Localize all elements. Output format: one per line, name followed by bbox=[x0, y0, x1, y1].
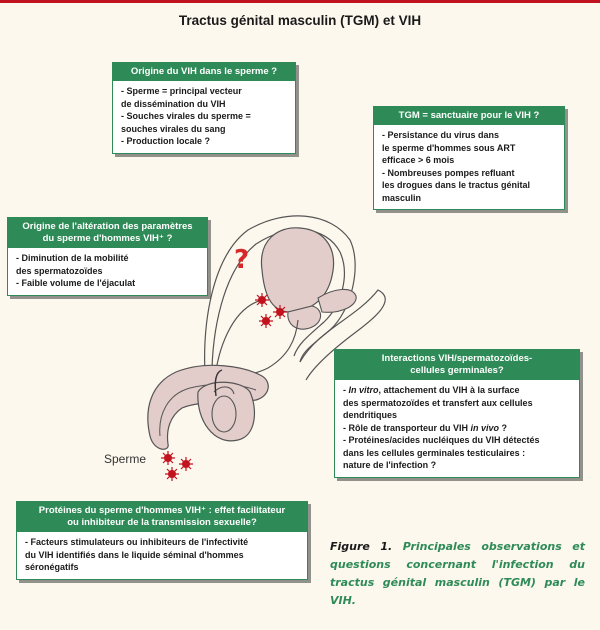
box-origine-vih: Origine du VIH dans le sperme ? Sperme =… bbox=[112, 62, 296, 154]
list-item: Production locale ? bbox=[121, 135, 287, 148]
seminal-vesicle bbox=[317, 288, 357, 313]
question-mark-icon: ? bbox=[234, 245, 250, 275]
virus-particles-sperm bbox=[161, 451, 193, 481]
in-vitro-emphasis: In vitro bbox=[348, 385, 379, 395]
box-proteines-sperme: Protéines du sperme d'hommes VIH⁺ : effe… bbox=[16, 501, 308, 580]
list-item: In vitro, attachement du VIH à la surfac… bbox=[343, 384, 571, 422]
in-vivo-emphasis: in vivo bbox=[470, 422, 500, 433]
spermatic-cord bbox=[214, 369, 223, 397]
prostate bbox=[287, 305, 322, 330]
virus-icon bbox=[273, 305, 287, 319]
figure-title: Tractus génital masculin (TGM) et VIH bbox=[178, 13, 422, 28]
testis bbox=[211, 395, 237, 433]
list-item: Souches virales du sperme = souches vira… bbox=[121, 110, 287, 135]
box-alteration-sperme-body: Diminution de la mobilité des spermatozo… bbox=[8, 248, 207, 295]
box-interactions-vih-body: In vitro, attachement du VIH à la surfac… bbox=[335, 380, 579, 477]
virus-particles-gland bbox=[255, 293, 287, 328]
figure-caption: Figure 1. Principales observations et qu… bbox=[330, 538, 585, 610]
virus-icon bbox=[179, 457, 193, 471]
list-item: Sperme = principal vecteur de disséminat… bbox=[121, 85, 287, 110]
virus-icon bbox=[165, 467, 179, 481]
list-item: Faible volume de l'éjaculat bbox=[16, 277, 199, 290]
list-item: Rôle de transporteur du VIH in vivo ? bbox=[343, 422, 571, 435]
vas-deferens-right bbox=[211, 229, 345, 393]
box-origine-vih-header: Origine du VIH dans le sperme ? bbox=[113, 63, 295, 81]
virus-icon bbox=[161, 451, 175, 465]
virus-icon bbox=[259, 314, 273, 328]
virus-icon bbox=[255, 293, 269, 307]
figure-number: Figure 1. bbox=[330, 540, 393, 553]
box-interactions-vih: Interactions VIH/spermatozoïdes- cellule… bbox=[334, 349, 580, 478]
list-item: Protéines/acides nucléiques du VIH détec… bbox=[343, 434, 571, 472]
top-rule bbox=[0, 0, 600, 3]
box-proteines-sperme-body: Facteurs stimulateurs ou inhibiteurs de … bbox=[17, 532, 307, 579]
list-item: Persistance du virus dans le sperme d'ho… bbox=[382, 129, 556, 167]
box-proteines-sperme-header: Protéines du sperme d'hommes VIH⁺ : effe… bbox=[17, 502, 307, 532]
box-interactions-vih-header: Interactions VIH/spermatozoïdes- cellule… bbox=[335, 350, 579, 380]
list-item-text: Rôle de transporteur du VIH bbox=[348, 422, 471, 433]
box-alteration-sperme: Origine de l'altération des paramètres d… bbox=[7, 217, 208, 296]
list-item-text: ? bbox=[499, 422, 508, 433]
list-item: Diminution de la mobilité des spermatozo… bbox=[16, 252, 199, 277]
box-tgm-sanctuaire-header: TGM = sanctuaire pour le VIH ? bbox=[374, 107, 564, 125]
box-alteration-sperme-header: Origine de l'altération des paramètres d… bbox=[8, 218, 207, 248]
list-item: Facteurs stimulateurs ou inhibiteurs de … bbox=[25, 536, 299, 574]
box-origine-vih-body: Sperme = principal vecteur de disséminat… bbox=[113, 81, 295, 153]
box-tgm-sanctuaire: TGM = sanctuaire pour le VIH ? Persistan… bbox=[373, 106, 565, 210]
caption-text: Principales observations et questions co… bbox=[330, 540, 585, 607]
list-item: Nombreuses pompes refluant les drogues d… bbox=[382, 167, 556, 205]
box-tgm-sanctuaire-body: Persistance du virus dans le sperme d'ho… bbox=[374, 125, 564, 209]
list-item-text: , attachement du VIH à la surface des sp… bbox=[343, 385, 533, 420]
sperme-label: Sperme bbox=[104, 452, 147, 466]
